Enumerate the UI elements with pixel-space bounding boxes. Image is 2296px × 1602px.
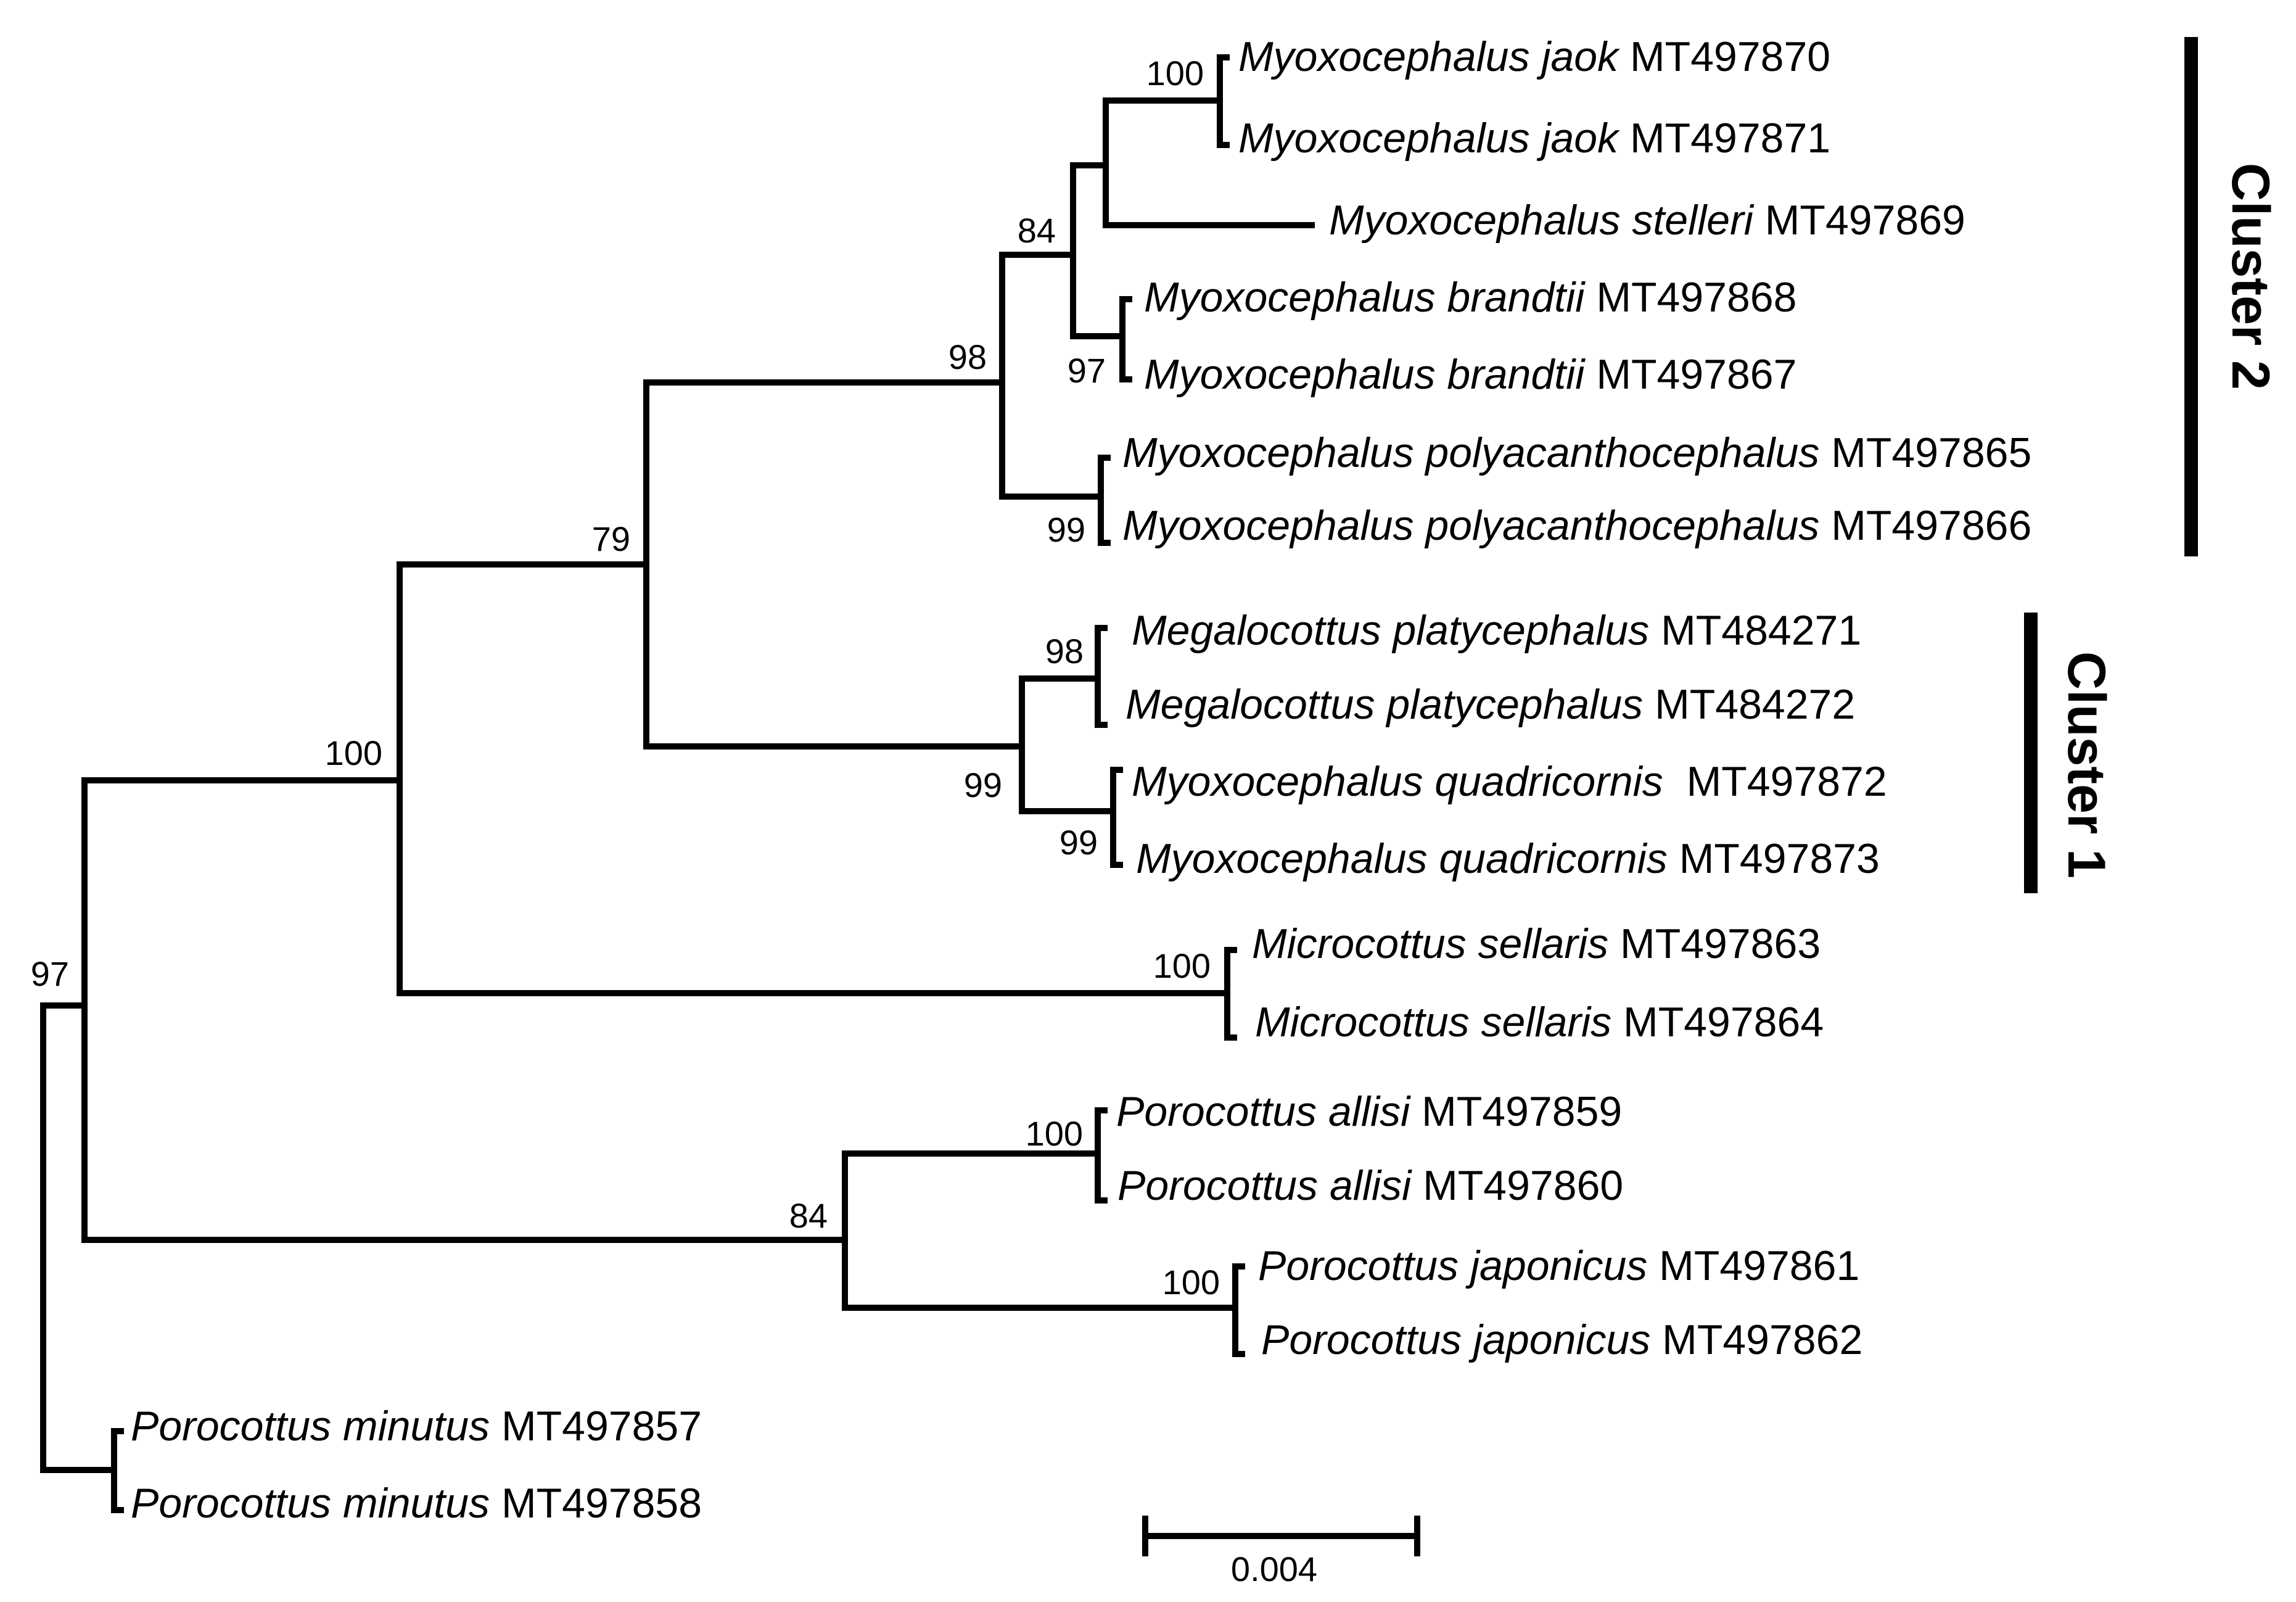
leaf-label: Myoxocephalus brandtii MT497868 — [1144, 274, 1796, 321]
cluster2-bar — [2184, 37, 2198, 556]
support-value-quadricornis: 99 — [1060, 823, 1098, 862]
leaf-label: Myoxocephalus polyacanthocephalus MT4978… — [1122, 429, 2031, 476]
cluster-annotations: Cluster 2 Cluster 1 — [2024, 37, 2280, 893]
support-value-brandtii: 97 — [1068, 351, 1106, 390]
leaf-label: Myoxocephalus stelleri MT497869 — [1329, 197, 1965, 244]
leaf-label: Porocottus allisi MT497860 — [1117, 1162, 1623, 1209]
leaf-label: Myoxocephalus jaok MT497870 — [1238, 33, 1830, 80]
leaf-label: Porocottus allisi MT497859 — [1116, 1088, 1622, 1135]
leaf-label: Porocottus japonicus MT497862 — [1261, 1316, 1862, 1363]
leaf-label: Myoxocephalus jaok MT497871 — [1238, 115, 1830, 162]
leaf-label: Megalocottus platycephalus MT484271 — [1132, 607, 1861, 654]
support-value-root-clade: 97 — [31, 954, 69, 993]
leaf-label: Porocottus japonicus MT497861 — [1258, 1242, 1859, 1289]
scale-bar: 0.004 — [1142, 1516, 1420, 1588]
leaf-label: Megalocottus platycephalus MT484272 — [1125, 681, 1855, 728]
leaf-label: Myoxocephalus quadricornis MT497873 — [1136, 835, 1880, 882]
support-value-jaok: 100 — [1146, 54, 1204, 93]
leaf-label: Microcottus sellaris MT497863 — [1252, 920, 1821, 967]
leaf-label: Myoxocephalus polyacanthocephalus MT4978… — [1122, 502, 2031, 549]
support-value-allisi: 100 — [1026, 1114, 1083, 1153]
leaf-label: Porocottus minutus MT497857 — [131, 1403, 702, 1450]
support-value-myox-core: 84 — [1018, 211, 1056, 250]
support-value-polyacanthocephalus: 99 — [1047, 510, 1085, 549]
cluster2-label: Cluster 2 — [2221, 163, 2280, 390]
leaf-label: Myoxocephalus quadricornis MT497872 — [1132, 758, 1887, 805]
support-value-megalocottus: 98 — [1045, 632, 1084, 671]
cluster1-bar — [2024, 613, 2038, 893]
support-value-porocottus-pair: 84 — [789, 1196, 828, 1235]
scale-bar-label: 0.004 — [1231, 1550, 1317, 1588]
cluster1-label: Cluster 1 — [2057, 651, 2116, 878]
support-value-ingroup: 100 — [325, 733, 382, 772]
support-value-japonicus: 100 — [1162, 1263, 1220, 1302]
support-values: 100 84 97 99 98 98 99 99 79 100 100 100 … — [31, 54, 1220, 1302]
support-value-sellaris: 100 — [1153, 946, 1211, 985]
scale-bar-line — [1142, 1516, 1420, 1556]
leaf-label: Myoxocephalus brandtii MT497867 — [1144, 351, 1796, 398]
leaf-labels: Myoxocephalus jaok MT497870 Myoxocephalu… — [131, 33, 2031, 1527]
leaf-label: Porocottus minutus MT497858 — [131, 1480, 702, 1527]
leaf-label: Microcottus sellaris MT497864 — [1255, 999, 1824, 1046]
tree-branches — [40, 54, 1315, 1513]
support-value-cluster1-2: 79 — [592, 519, 630, 558]
support-value-cluster2: 98 — [948, 337, 987, 376]
support-value-cluster1: 99 — [964, 766, 1002, 804]
